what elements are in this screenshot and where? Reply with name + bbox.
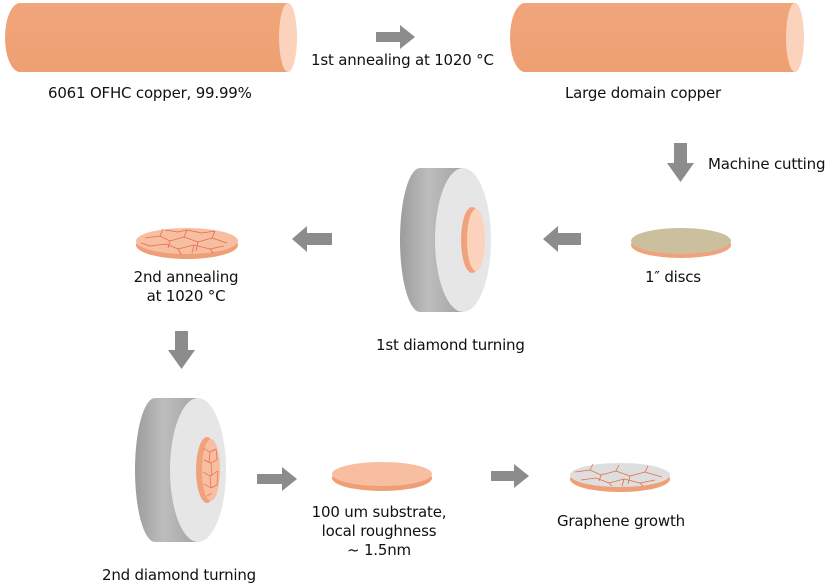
- second-annealing-line1: 2nd annealing: [133, 268, 239, 286]
- substrate-line1: 100 um substrate,: [311, 503, 447, 521]
- arrow-down-cutting: [667, 143, 694, 182]
- arrow-down-to-turning2: [168, 331, 195, 369]
- arrow-left-to-turning1: [543, 226, 581, 252]
- second-turning-label: 2nd diamond turning: [102, 566, 257, 584]
- substrate-line2: local roughness: [321, 522, 437, 540]
- arrow-right-to-graphene: [491, 464, 529, 488]
- graphene-label: Graphene growth: [557, 512, 685, 530]
- substrate-disc: [332, 462, 432, 491]
- raw-copper-label: 6061 OFHC copper, 99.99%: [48, 84, 252, 102]
- first-turning-chuck: [400, 168, 491, 312]
- raw-copper-rod: [5, 3, 297, 72]
- large-domain-label: Large domain copper: [565, 84, 721, 102]
- substrate-line3: ~ 1.5nm: [347, 541, 411, 559]
- substrate-label: 100 um substrate, local roughness ~ 1.5n…: [311, 503, 447, 560]
- discs-label: 1″ discs: [645, 268, 701, 286]
- arrow-right-to-substrate: [257, 467, 297, 491]
- annealed-grain-disc: [136, 228, 238, 259]
- large-domain-copper-rod: [510, 3, 804, 72]
- machined-disc: [631, 228, 731, 258]
- machine-cutting-label: Machine cutting: [708, 155, 826, 173]
- graphene-disc: [570, 463, 670, 492]
- first-annealing-label: 1st annealing at 1020 °C: [311, 51, 494, 69]
- arrow-left-to-annealing2: [292, 226, 332, 252]
- second-annealing-line2: at 1020 °C: [146, 287, 226, 305]
- arrow-right-annealing: [376, 25, 415, 49]
- second-turning-chuck: [135, 398, 226, 542]
- second-annealing-label: 2nd annealing at 1020 °C: [131, 268, 241, 306]
- first-turning-label: 1st diamond turning: [376, 336, 525, 354]
